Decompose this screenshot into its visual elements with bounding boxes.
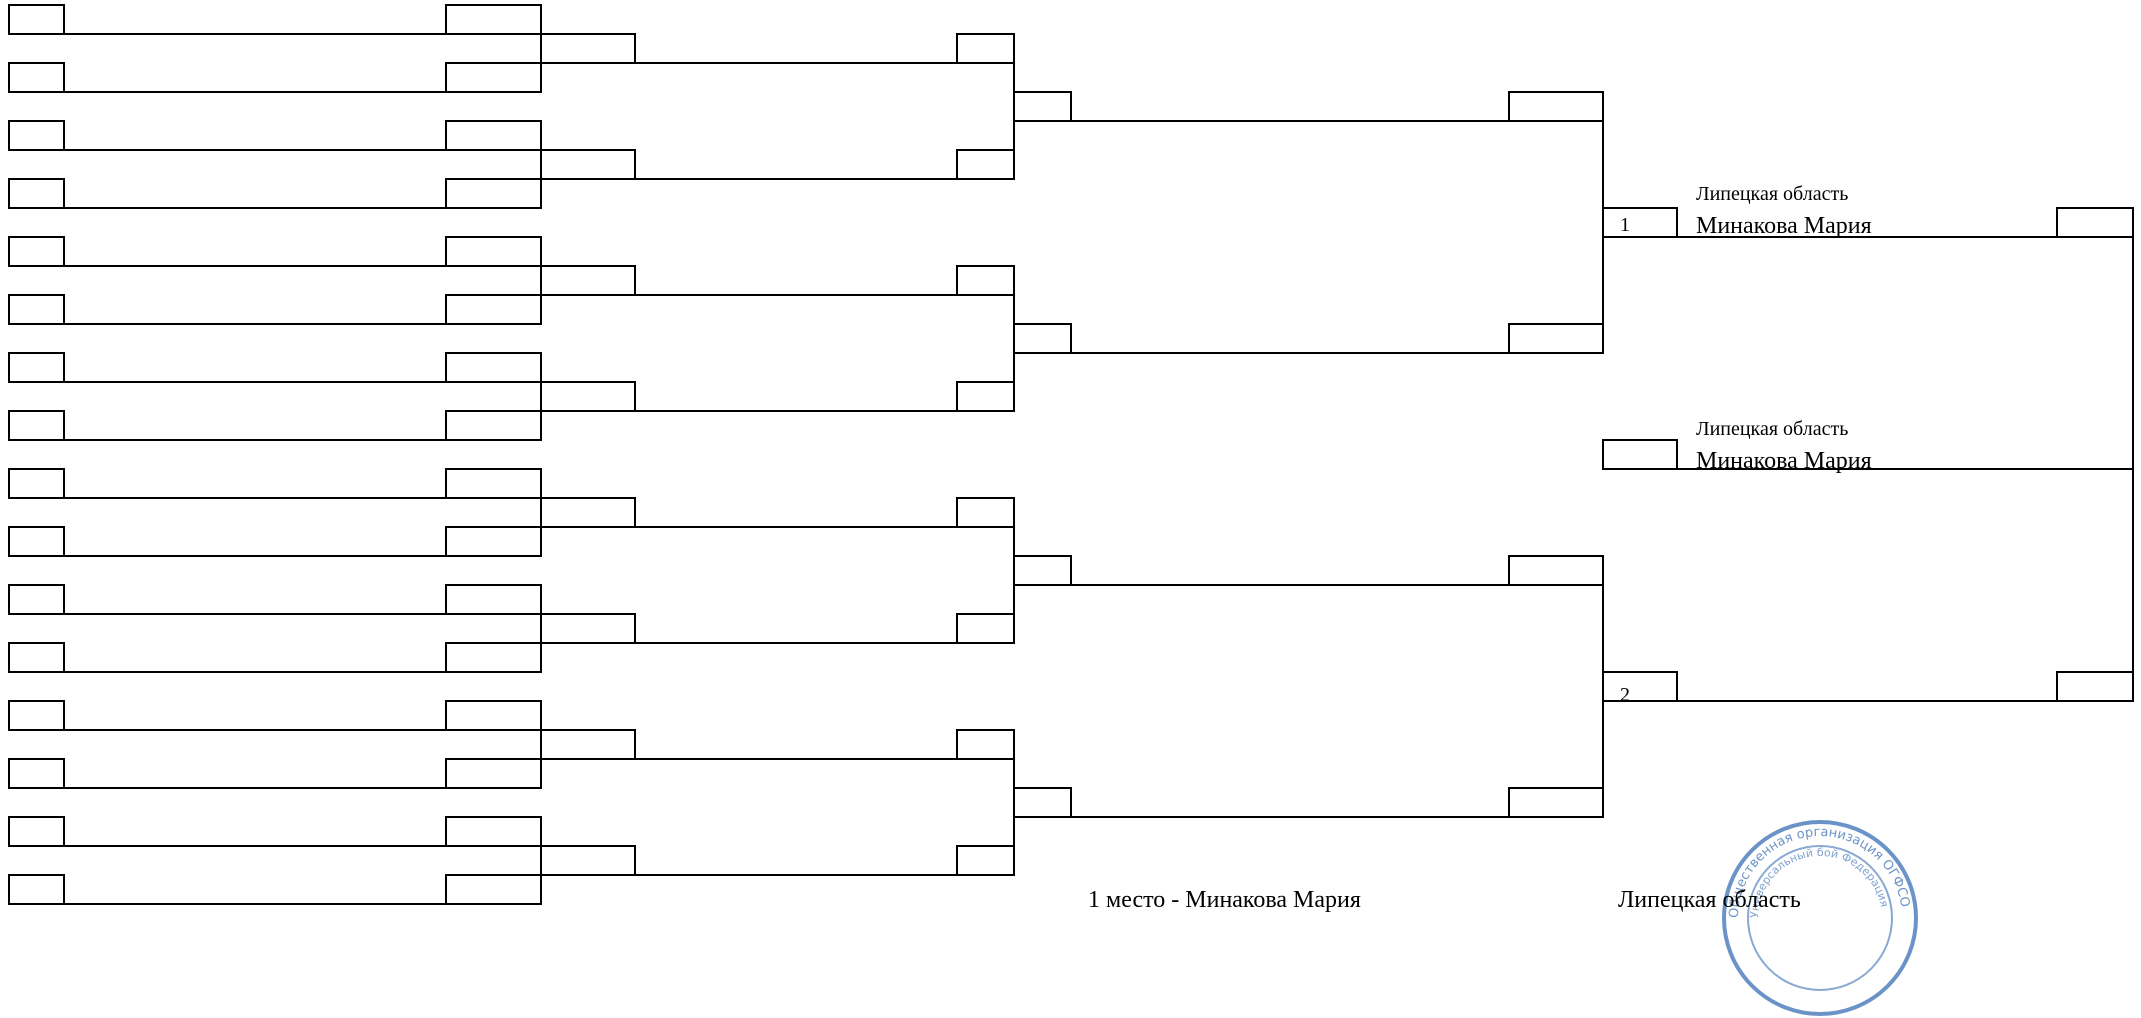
round1-slot-score-box [445, 758, 542, 789]
round2-slot-number-box [540, 845, 636, 876]
round2-slot-score-box [956, 149, 1015, 180]
round1-slot-number-box [8, 700, 65, 731]
round3-slot-number-box [1013, 91, 1072, 122]
round1-slot-number-box [8, 410, 65, 441]
round3-slot-number-box [1013, 555, 1072, 586]
round1-slot-score-box [445, 874, 542, 905]
round1-slot-number-box [8, 120, 65, 151]
round1-slot-score-box [445, 642, 542, 673]
round1-slot-number-box [8, 236, 65, 267]
round1-slot-number-box [8, 526, 65, 557]
round2-slot-number-box [540, 265, 636, 296]
round1-slot-score-box [445, 236, 542, 267]
round1-slot-score-box [445, 4, 542, 35]
round1-slot-score-box [445, 468, 542, 499]
round1-slot-score-box [445, 352, 542, 383]
round1-slot-score-box [445, 62, 542, 93]
round2-slot-score-box [956, 729, 1015, 760]
round1-slot-number-box [8, 4, 65, 35]
round1-slot-score-box [445, 120, 542, 151]
winner-number-box [1602, 439, 1678, 470]
round1-slot-score-box [445, 526, 542, 557]
round1-slot-score-box [445, 700, 542, 731]
round1-slot-number-box [8, 468, 65, 499]
finalist-bottom-region: Липецкая область [1696, 418, 1849, 440]
round2-slot-score-box [956, 613, 1015, 644]
seed-2-label: 2 [1620, 684, 1630, 706]
semifinal-slot-2-number-box [1602, 671, 1678, 702]
round2-slot-number-box [540, 149, 636, 180]
round1-slot-score-box [445, 584, 542, 615]
round2-slot-score-box [956, 381, 1015, 412]
semifinal-slot-1-number-box [1602, 207, 1678, 238]
tournament-bracket [8, 4, 2134, 905]
round1-slot-number-box [8, 642, 65, 673]
finalist-top-name: Минакова Мария [1696, 213, 1872, 239]
round3-slot-number-box [1013, 323, 1072, 354]
seed-1-label: 1 [1620, 214, 1630, 236]
round1-slot-number-box [8, 874, 65, 905]
round3-slot-number-box [1013, 787, 1072, 818]
first-place-region: Липецкая область [1618, 887, 1801, 913]
round1-slot-number-box [8, 352, 65, 383]
round1-slot-number-box [8, 62, 65, 93]
round2-slot-score-box [956, 845, 1015, 876]
round1-slot-score-box [445, 178, 542, 209]
first-place-result: 1 место - Минакова Мария [1088, 887, 1361, 913]
round3-slot-score-box [1508, 555, 1604, 586]
semifinal-slot-1-score-box [2056, 207, 2134, 238]
round3-slot-score-box [1508, 91, 1604, 122]
round2-slot-score-box [956, 265, 1015, 296]
round1-slot-number-box [8, 758, 65, 789]
round1-slot-number-box [8, 584, 65, 615]
finalist-bottom-name: Минакова Мария [1696, 448, 1872, 474]
finalist-top-region: Липецкая область [1696, 183, 1849, 205]
round2-slot-number-box [540, 729, 636, 760]
round2-slot-number-box [540, 613, 636, 644]
round2-slot-number-box [540, 33, 636, 64]
round3-slot-score-box [1508, 787, 1604, 818]
semifinal-slot-2-score-box [2056, 671, 2134, 702]
round2-slot-score-box [956, 33, 1015, 64]
round2-slot-number-box [540, 497, 636, 528]
round1-slot-number-box [8, 294, 65, 325]
round2-slot-number-box [540, 381, 636, 412]
round1-slot-number-box [8, 178, 65, 209]
round3-slot-score-box [1508, 323, 1604, 354]
round2-slot-score-box [956, 497, 1015, 528]
round1-slot-score-box [445, 410, 542, 441]
round1-slot-score-box [445, 294, 542, 325]
round1-slot-score-box [445, 816, 542, 847]
organization-stamp: Общественная организация ОГФСО Универсал… [1722, 820, 1918, 1016]
round1-slot-number-box [8, 816, 65, 847]
